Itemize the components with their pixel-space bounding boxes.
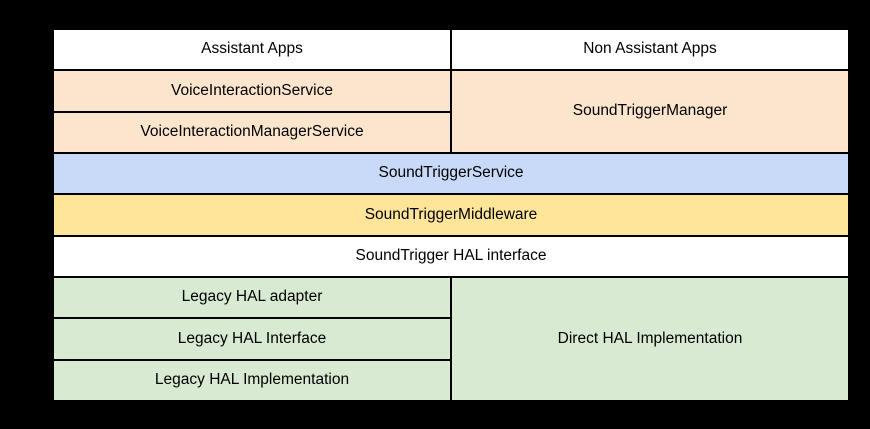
cell-direct-hal-implementation: Direct HAL Implementation [450,275,850,403]
cell-assistant-apps: Assistant Apps [52,27,452,72]
row-hal-interface: SoundTrigger HAL interface [52,234,850,278]
cell-non-assistant-apps: Non Assistant Apps [450,27,850,72]
cell-voice-interaction-service: VoiceInteractionService [52,69,452,113]
cell-sound-trigger-middleware: SoundTriggerMiddleware [52,193,850,237]
cell-voice-interaction-manager-service: VoiceInteractionManagerService [52,110,452,154]
cell-legacy-hal-implementation: Legacy HAL Implementation [52,358,452,403]
row-framework-1: VoiceInteractionService SoundTriggerMana… [52,69,850,154]
row-apps: Assistant Apps Non Assistant Apps [52,27,850,72]
row-service: SoundTriggerService [52,151,850,196]
soundtrigger-stack-diagram: Assistant Apps Non Assistant Apps VoiceI… [52,27,850,403]
row-hal-1: Legacy HAL adapter Direct HAL Implementa… [52,275,850,403]
cell-sound-trigger-service: SoundTriggerService [52,151,850,196]
cell-sound-trigger-manager: SoundTriggerManager [450,69,850,154]
row-middleware: SoundTriggerMiddleware [52,193,850,237]
row-hal-2: Legacy HAL Interface [52,317,849,361]
cell-legacy-hal-interface: Legacy HAL Interface [52,317,452,361]
row-framework-2: VoiceInteractionManagerService [52,110,849,154]
cell-legacy-hal-adapter: Legacy HAL adapter [52,275,452,320]
cell-sound-trigger-hal-interface: SoundTrigger HAL interface [52,234,850,278]
row-hal-3: Legacy HAL Implementation [52,358,849,403]
